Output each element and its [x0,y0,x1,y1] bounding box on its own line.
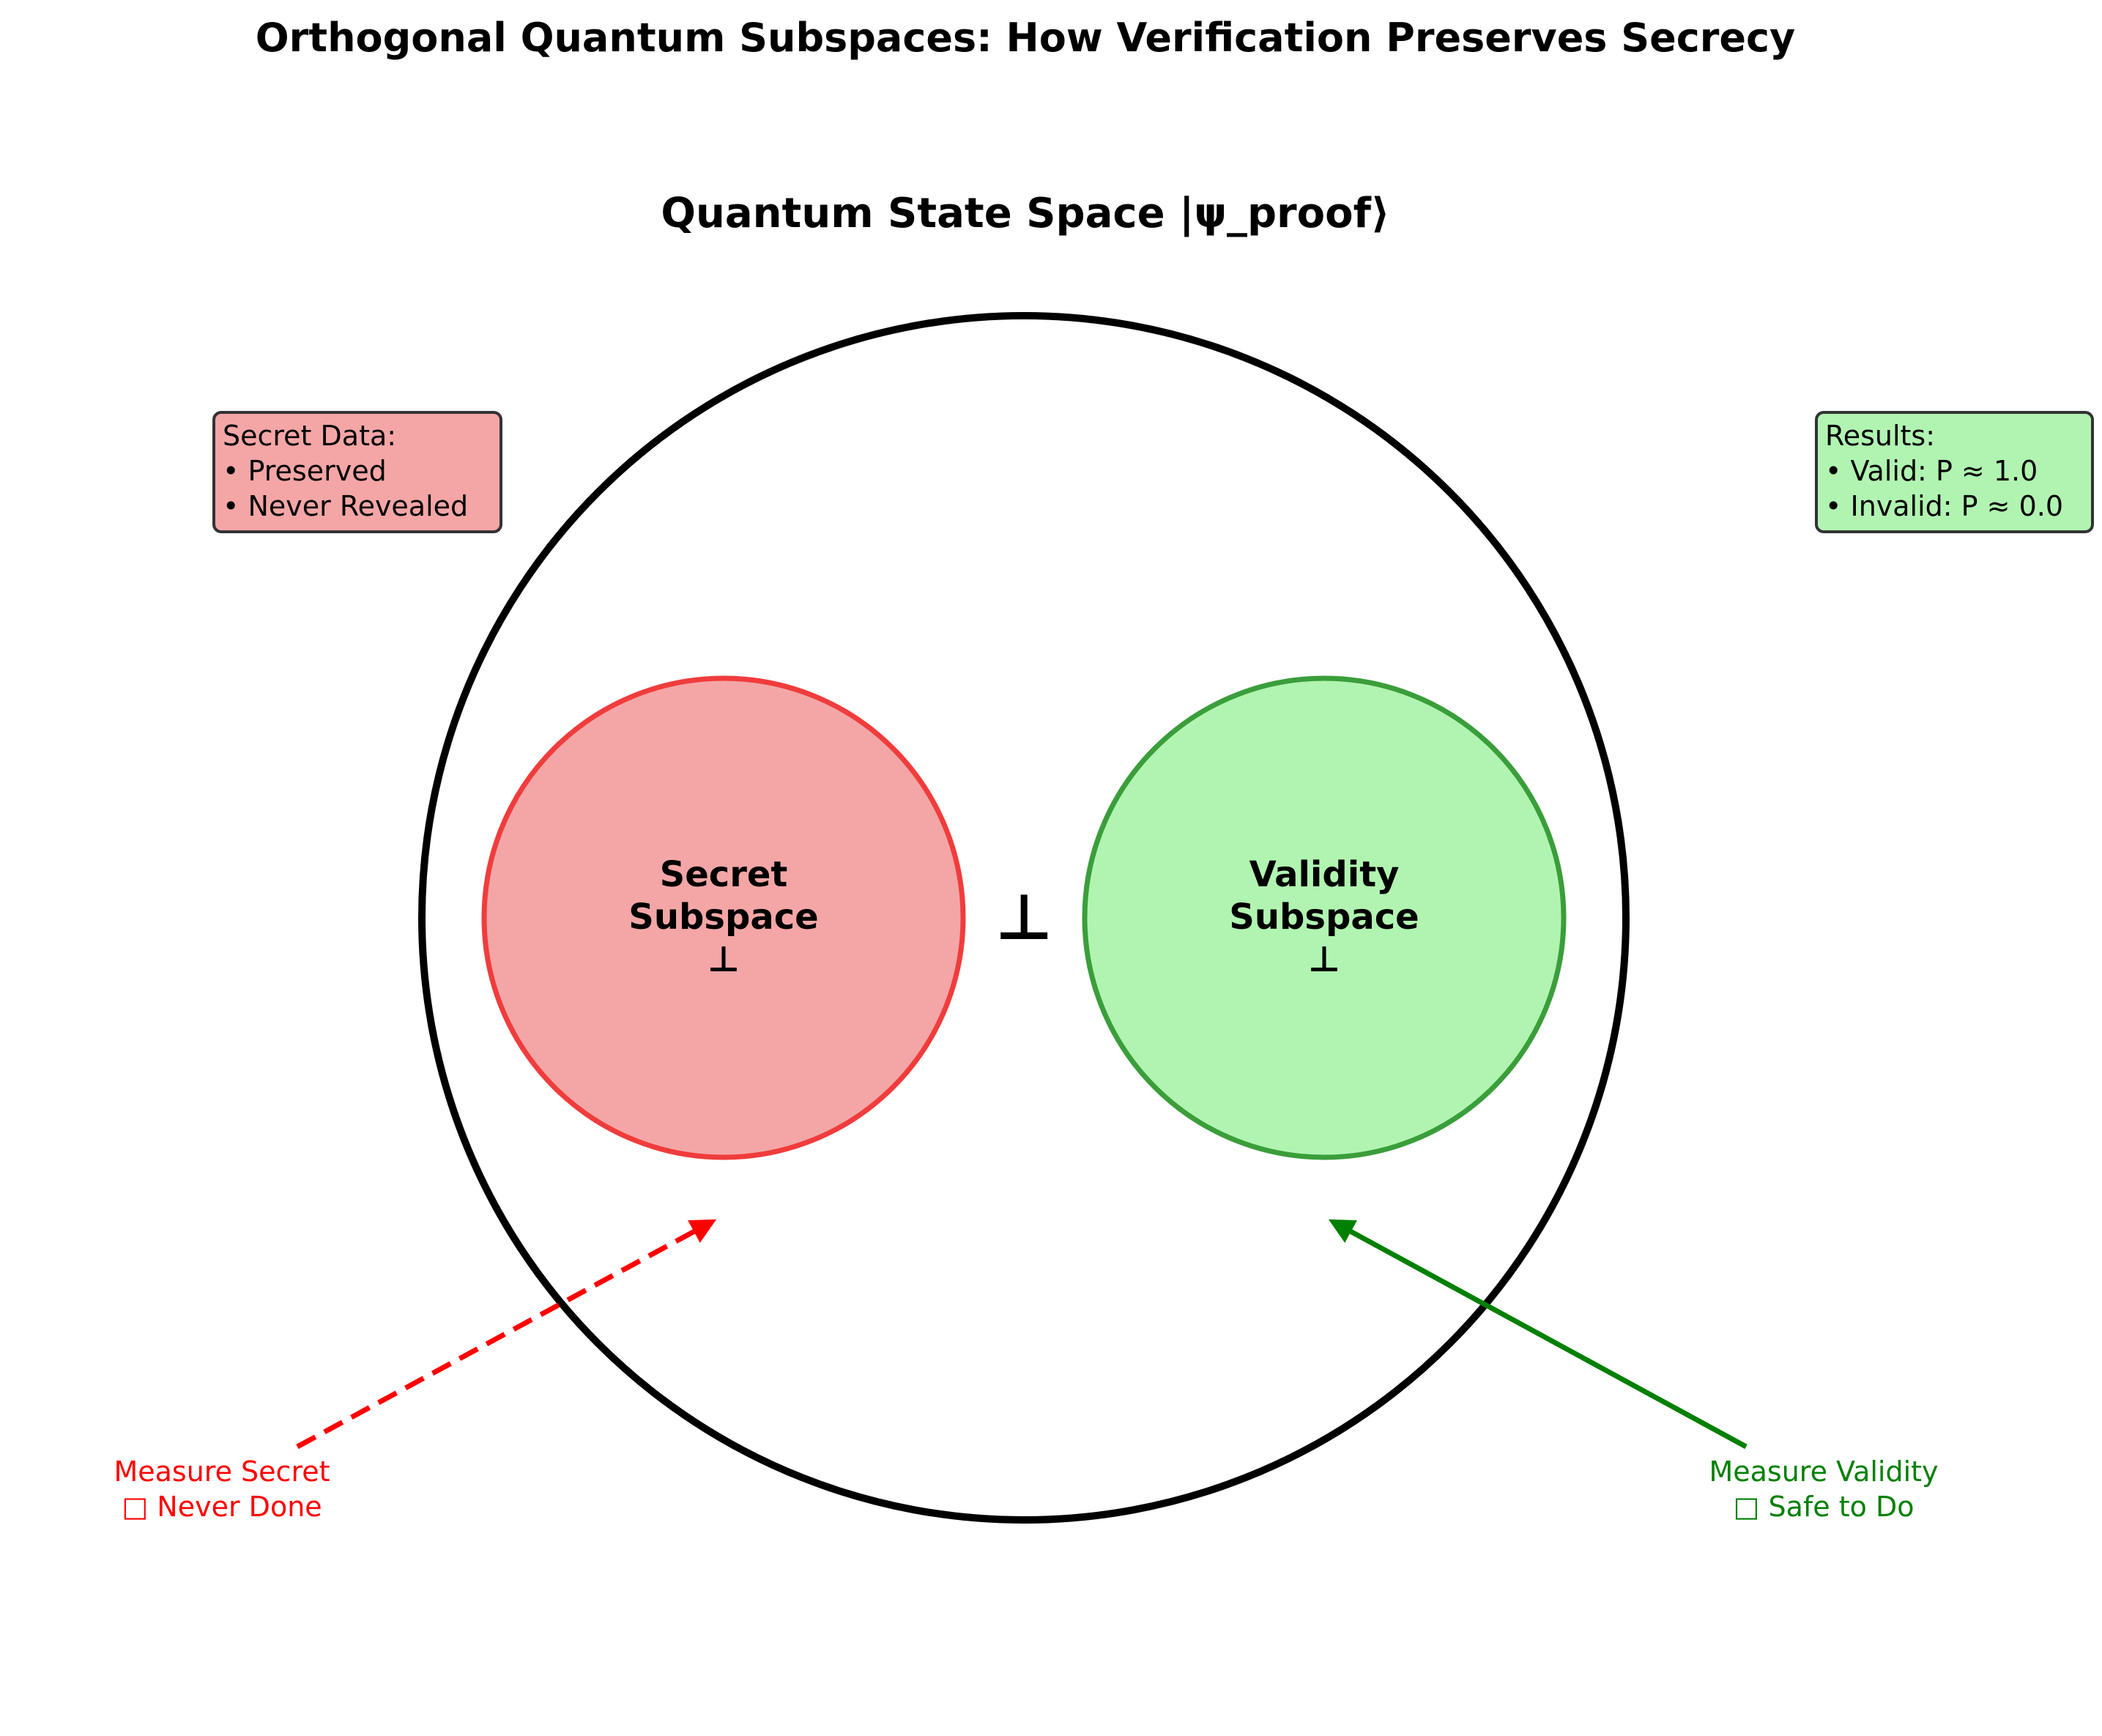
secret-data-box-title: Secret Data: [223,420,396,452]
results-box-bg [1815,411,2094,533]
measure-secret-arrow [296,1219,717,1450]
measure-validity-label-line2: □ Safe to Do [1734,1491,1915,1523]
secret-data-box: Secret Data: • Preserved • Never Reveale… [212,411,502,533]
orthogonal-symbol: ⊥ [995,881,1053,954]
secret-subspace-label-line2: Subspace [628,897,818,938]
measure-validity-arrow [1328,1219,1748,1450]
secret-subspace-label-line1: Secret [660,854,788,895]
state-space-circle [418,312,1630,1524]
results-box-item-0: • Valid: P ≈ 1.0 [1825,455,2038,487]
measure-secret-label-line1: Measure Secret [114,1455,330,1488]
secret-data-box-item-0: • Preserved [223,455,387,487]
validity-subspace-circle [1082,675,1567,1160]
secret-subspace-symbol: ⊥ [708,939,740,980]
measure-validity-label-line1: Measure Validity [1709,1455,1938,1488]
secret-subspace-circle [481,675,966,1160]
results-box-item-1: • Invalid: P ≈ 0.0 [1825,490,2063,522]
state-space-label: Quantum State Space |ψ_proof⟩ [661,190,1389,237]
secret-data-box-bg [212,411,502,533]
results-box: Results: • Valid: P ≈ 1.0 • Invalid: P ≈… [1815,411,2094,533]
measure-secret-label-line2: □ Never Done [122,1491,322,1523]
validity-subspace-symbol: ⊥ [1308,939,1340,980]
validity-subspace-label-line2: Subspace [1229,897,1419,938]
secret-data-box-item-1: • Never Revealed [223,490,468,522]
validity-subspace-label-line1: Validity [1249,854,1400,895]
results-box-title: Results: [1825,420,1935,452]
main-title: Orthogonal Quantum Subspaces: How Verifi… [256,15,1796,61]
